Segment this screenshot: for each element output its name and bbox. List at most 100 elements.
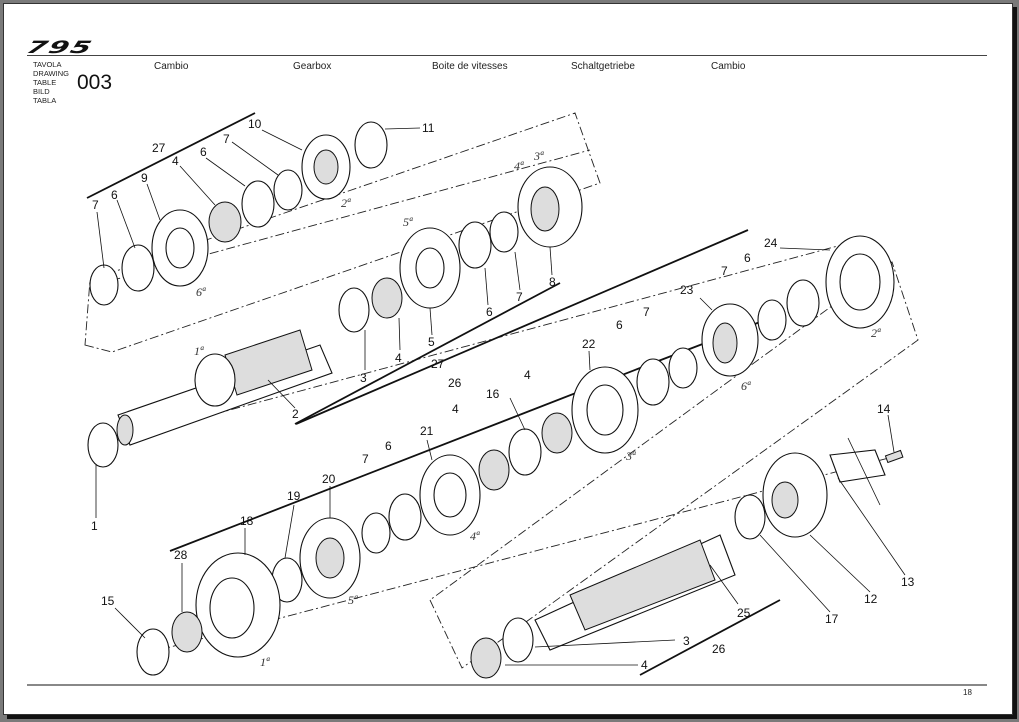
callout-4: 4 [395, 351, 402, 365]
bracket-26-lower [639, 599, 781, 676]
gear-bore [165, 227, 195, 269]
callout-3: 3 [683, 634, 690, 648]
callout-19: 19 [287, 489, 301, 503]
callout-20: 20 [322, 472, 336, 486]
needle-bearing-4 [541, 412, 573, 454]
callout-6: 6 [616, 318, 623, 332]
callout-6: 6 [486, 305, 493, 319]
shim-16 [508, 428, 542, 476]
bolt-14 [884, 449, 904, 464]
callout-2: 2 [292, 407, 299, 421]
title-german: Schaltgetriebe [571, 61, 635, 72]
callout-7: 7 [643, 305, 650, 319]
callout-6: 6 [744, 251, 751, 265]
gear-bore [315, 537, 345, 579]
catalog-page [3, 3, 1013, 715]
shim-6 [786, 279, 820, 327]
callout-4: 4 [641, 658, 648, 672]
callout-21: 21 [420, 424, 434, 438]
callout-7: 7 [92, 198, 99, 212]
circlip-7 [89, 264, 119, 306]
shaft-splines [569, 539, 716, 631]
callout-27: 27 [152, 141, 166, 155]
page-number: 18 [963, 688, 972, 697]
shim-17 [734, 494, 766, 540]
table-number: 003 [77, 71, 113, 94]
table-label: TABLE [33, 78, 57, 87]
callout-8: 8 [549, 275, 556, 289]
callout-25: 25 [737, 606, 751, 620]
gear-label-4th: 4ª [470, 529, 480, 543]
needle-bearing-28 [171, 611, 203, 653]
leader-lines [95, 127, 906, 666]
gear-label-3rd: 3ª [625, 449, 636, 463]
bracket-26-mid [169, 367, 641, 552]
retainer-plate-13 [829, 449, 886, 483]
gear-bore [415, 247, 445, 289]
callout-5: 5 [428, 335, 435, 349]
table-label: TAVOLA [33, 60, 62, 69]
shim-6 [241, 180, 275, 228]
circlip-7 [668, 347, 698, 389]
gear-label-4th: 4ª [514, 159, 524, 173]
needle-bearing-4 [208, 201, 242, 243]
shim-6 [636, 358, 670, 406]
footer-divider [27, 684, 987, 686]
needle-bearing-4 [478, 449, 510, 491]
callout-26: 26 [448, 376, 462, 390]
shim-6 [458, 221, 492, 269]
sprocket-bore [771, 481, 799, 519]
callout-12: 12 [864, 592, 878, 606]
callout-4: 4 [524, 368, 531, 382]
bracket-26-upper [295, 229, 749, 425]
callout-17: 17 [825, 612, 839, 626]
gear-1st-integral [194, 353, 236, 407]
callout-23: 23 [680, 283, 694, 297]
gear-label-5th: 5ª [403, 215, 413, 229]
title-spanish: Cambio [711, 61, 746, 72]
gear-bore [712, 322, 738, 364]
needle-bearing-4 [371, 277, 403, 319]
gear-bore [586, 384, 624, 436]
circlip-7 [757, 299, 787, 341]
title-english: Gearbox [293, 61, 332, 72]
callout-27: 27 [431, 357, 445, 371]
gear-label-2nd: 2ª [341, 196, 351, 210]
callout-22: 22 [582, 337, 596, 351]
gear-label-3rd: 3ª [533, 149, 544, 163]
callout-15: 15 [101, 594, 115, 608]
callout-11: 11 [422, 121, 435, 135]
callout-7: 7 [362, 452, 369, 466]
callout-6: 6 [385, 439, 392, 453]
gear-bore [530, 186, 560, 232]
circlip-7 [361, 512, 391, 554]
callout-10: 10 [248, 117, 262, 131]
gear-label-2nd: 2ª [871, 326, 881, 340]
callout-9: 9 [141, 171, 148, 185]
title-french: Boite de vitesses [432, 61, 508, 72]
title-italian: Cambio [154, 61, 189, 72]
callout-16: 16 [486, 387, 500, 401]
bracket-27-lower [294, 282, 561, 425]
callout-13: 13 [901, 575, 915, 589]
gear-label-5th: 5ª [348, 593, 358, 607]
gear-label-1st: 1ª [194, 344, 204, 358]
callout-4: 4 [172, 154, 179, 168]
shim-15 [136, 628, 170, 676]
shim-11 [354, 121, 388, 169]
gear-bore [209, 577, 255, 639]
gear-bore [433, 472, 467, 518]
bracket-27-upper [86, 112, 256, 199]
table-label: BILD [33, 87, 50, 96]
callout-7: 7 [223, 132, 230, 146]
header-divider [27, 55, 987, 56]
table-label: DRAWING [33, 69, 69, 78]
shim-3 [338, 287, 370, 333]
callout-18: 18 [240, 514, 254, 528]
callout-7: 7 [516, 290, 523, 304]
shim-3 [502, 617, 534, 663]
shim-6 [121, 244, 155, 292]
gear-bore [313, 149, 339, 185]
circlip-7 [489, 211, 519, 253]
